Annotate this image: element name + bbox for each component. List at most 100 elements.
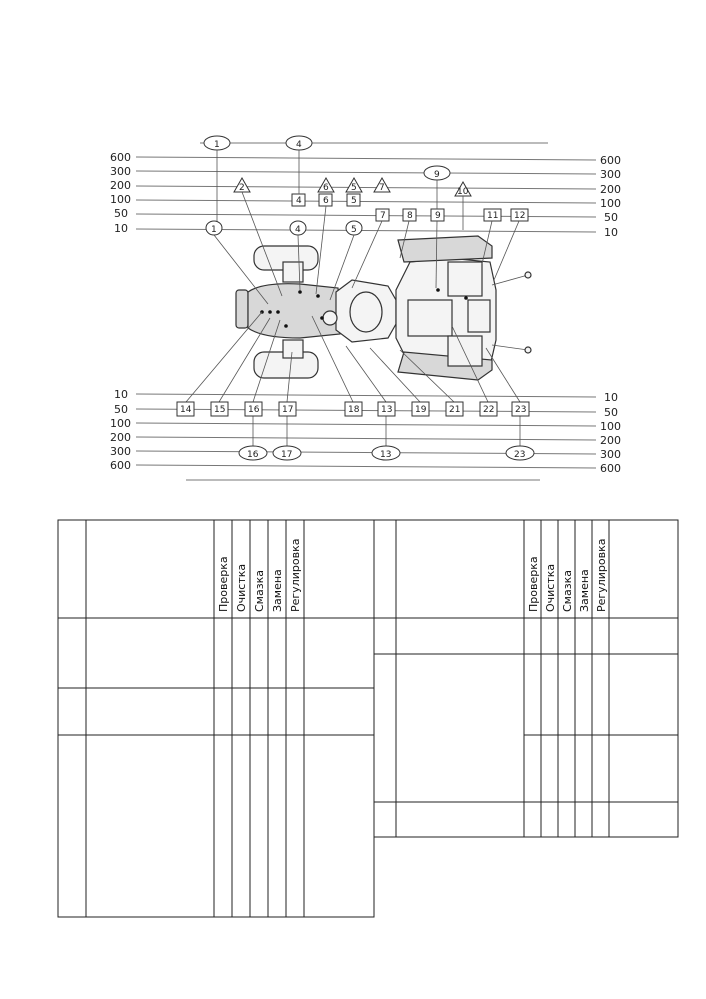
callout-small-5-label: 5 bbox=[351, 225, 357, 235]
callout-bottom-circle-13-label: 13 bbox=[380, 450, 391, 460]
callout-box-16 bbox=[244, 401, 263, 417]
callout-box-13-label: 13 bbox=[381, 405, 392, 415]
callout-box-17-label: 17 bbox=[282, 405, 293, 415]
scale-right-100: 100 bbox=[600, 197, 621, 210]
callout-box-18-label: 18 bbox=[348, 405, 360, 415]
leader-lines bbox=[185, 191, 521, 446]
left-header-replace: Замена bbox=[271, 569, 284, 612]
left-header-check: Проверка bbox=[217, 556, 230, 612]
callout-triangle-7-label: 7 bbox=[379, 183, 385, 193]
scale-left-b600: 600 bbox=[110, 459, 131, 472]
callout-box-12 bbox=[510, 208, 529, 222]
callout-box-7 bbox=[375, 208, 390, 222]
bottom-scale: 10 50 100 200 300 600 10 50 100 200 300 … bbox=[110, 388, 621, 481]
callout-box-8 bbox=[402, 208, 417, 222]
right-header-lube: Смазка bbox=[561, 570, 574, 612]
right-header-replace: Замена bbox=[578, 569, 591, 612]
scale-left-100: 100 bbox=[110, 193, 131, 206]
scale-right-300: 300 bbox=[600, 168, 621, 181]
callout-small-1-label: 1 bbox=[211, 225, 217, 235]
scale-right-50: 50 bbox=[604, 211, 618, 224]
callout-triangle-7 bbox=[373, 176, 391, 193]
callout-bottom-circle-23 bbox=[505, 445, 535, 461]
callout-box-12-label: 12 bbox=[514, 211, 525, 221]
callout-box-4-label: 4 bbox=[296, 196, 302, 206]
callout-bottom-circle-13 bbox=[371, 445, 401, 461]
callout-box-22-label: 22 bbox=[483, 405, 494, 415]
callout-box-4 bbox=[291, 193, 306, 207]
callout-box-6 bbox=[318, 193, 333, 207]
callout-bottom-circle-17-label: 17 bbox=[281, 450, 292, 460]
callout-triangle-5 bbox=[345, 176, 363, 193]
callout-box-14-label: 14 bbox=[180, 405, 192, 415]
callout-triangle-10-label: 10 bbox=[457, 187, 469, 197]
callout-triangle-6 bbox=[317, 176, 335, 193]
scale-left-10: 10 bbox=[114, 222, 128, 235]
scale-right-b10: 10 bbox=[604, 391, 618, 404]
scale-left-300: 300 bbox=[110, 165, 131, 178]
callout-box-19-label: 19 bbox=[415, 405, 427, 415]
top-scale: 600 300 200 100 50 10 600 300 200 100 50… bbox=[110, 142, 621, 239]
callout-box-22 bbox=[479, 401, 498, 417]
callout-box-7-label: 7 bbox=[380, 211, 386, 221]
callout-box-9-label: 9 bbox=[435, 211, 441, 221]
callout-box-23 bbox=[511, 401, 530, 417]
callout-box-15-label: 15 bbox=[214, 405, 225, 415]
scale-left-600: 600 bbox=[110, 151, 131, 164]
callout-box-6-label: 6 bbox=[323, 196, 329, 206]
callout-box-15 bbox=[210, 401, 229, 417]
scale-left-b10: 10 bbox=[114, 388, 128, 401]
vehicle-top-view bbox=[235, 235, 532, 381]
callout-box-9 bbox=[430, 208, 445, 222]
callout-box-11 bbox=[483, 208, 502, 222]
callout-box-16-label: 16 bbox=[248, 405, 260, 415]
callout-box-5-label: 5 bbox=[351, 196, 357, 206]
callout-box-5 bbox=[346, 193, 361, 207]
callout-triangle-2-label: 2 bbox=[239, 183, 245, 193]
scale-left-50: 50 bbox=[114, 207, 128, 220]
scale-right-200: 200 bbox=[600, 183, 621, 196]
callout-box-21-label: 21 bbox=[449, 405, 460, 415]
callout-bottom-circle-23-label: 23 bbox=[514, 450, 525, 460]
scale-left-b300: 300 bbox=[110, 445, 131, 458]
callout-triangle-6-label: 6 bbox=[323, 183, 329, 193]
callout-box-13 bbox=[377, 401, 396, 417]
scale-right-b100: 100 bbox=[600, 420, 621, 433]
callout-box-21 bbox=[445, 401, 464, 417]
scale-left-b50: 50 bbox=[114, 403, 128, 416]
callout-box-11-label: 11 bbox=[487, 211, 498, 221]
callout-bottom-circle-17 bbox=[272, 445, 302, 461]
right-table: Проверка Очистка Смазка Замена Регулиров… bbox=[373, 519, 679, 838]
callout-box-19 bbox=[411, 401, 430, 417]
callout-box-23-label: 23 bbox=[515, 405, 526, 415]
scale-right-b200: 200 bbox=[600, 434, 621, 447]
callout-circle-4-label: 4 bbox=[296, 140, 302, 150]
right-header-check: Проверка bbox=[527, 556, 540, 612]
callout-small-4-label: 4 bbox=[295, 225, 301, 235]
callout-box-18 bbox=[344, 401, 363, 417]
callout-circle-9-label: 9 bbox=[434, 170, 440, 180]
callout-box-14 bbox=[176, 401, 195, 417]
scale-right-b300: 300 bbox=[600, 448, 621, 461]
scale-right-10: 10 bbox=[604, 226, 618, 239]
callout-bottom-circle-16 bbox=[238, 445, 268, 461]
left-table: Проверка Очистка Смазка Замена Регулиров… bbox=[57, 519, 375, 918]
callout-circle-1-label: 1 bbox=[214, 140, 220, 150]
callout-bottom-circle-16-label: 16 bbox=[247, 450, 259, 460]
right-header-clean: Очистка bbox=[544, 564, 557, 612]
scale-left-b100: 100 bbox=[110, 417, 131, 430]
scale-left-200: 200 bbox=[110, 179, 131, 192]
scale-right-600: 600 bbox=[600, 154, 621, 167]
left-header-lube: Смазка bbox=[253, 570, 266, 612]
bottom-callouts: 14 15 16 17 18 13 19 21 22 23 16 17 13 2… bbox=[176, 401, 535, 461]
left-header-adjust: Регулировка bbox=[289, 539, 302, 612]
scale-right-b50: 50 bbox=[604, 406, 618, 419]
callout-triangle-5-label: 5 bbox=[351, 183, 357, 193]
callout-box-17 bbox=[278, 401, 297, 417]
right-header-adjust: Регулировка bbox=[595, 539, 608, 612]
left-header-clean: Очистка bbox=[235, 564, 248, 612]
callout-box-8-label: 8 bbox=[407, 211, 413, 221]
scale-left-b200: 200 bbox=[110, 431, 131, 444]
scale-right-b600: 600 bbox=[600, 462, 621, 475]
